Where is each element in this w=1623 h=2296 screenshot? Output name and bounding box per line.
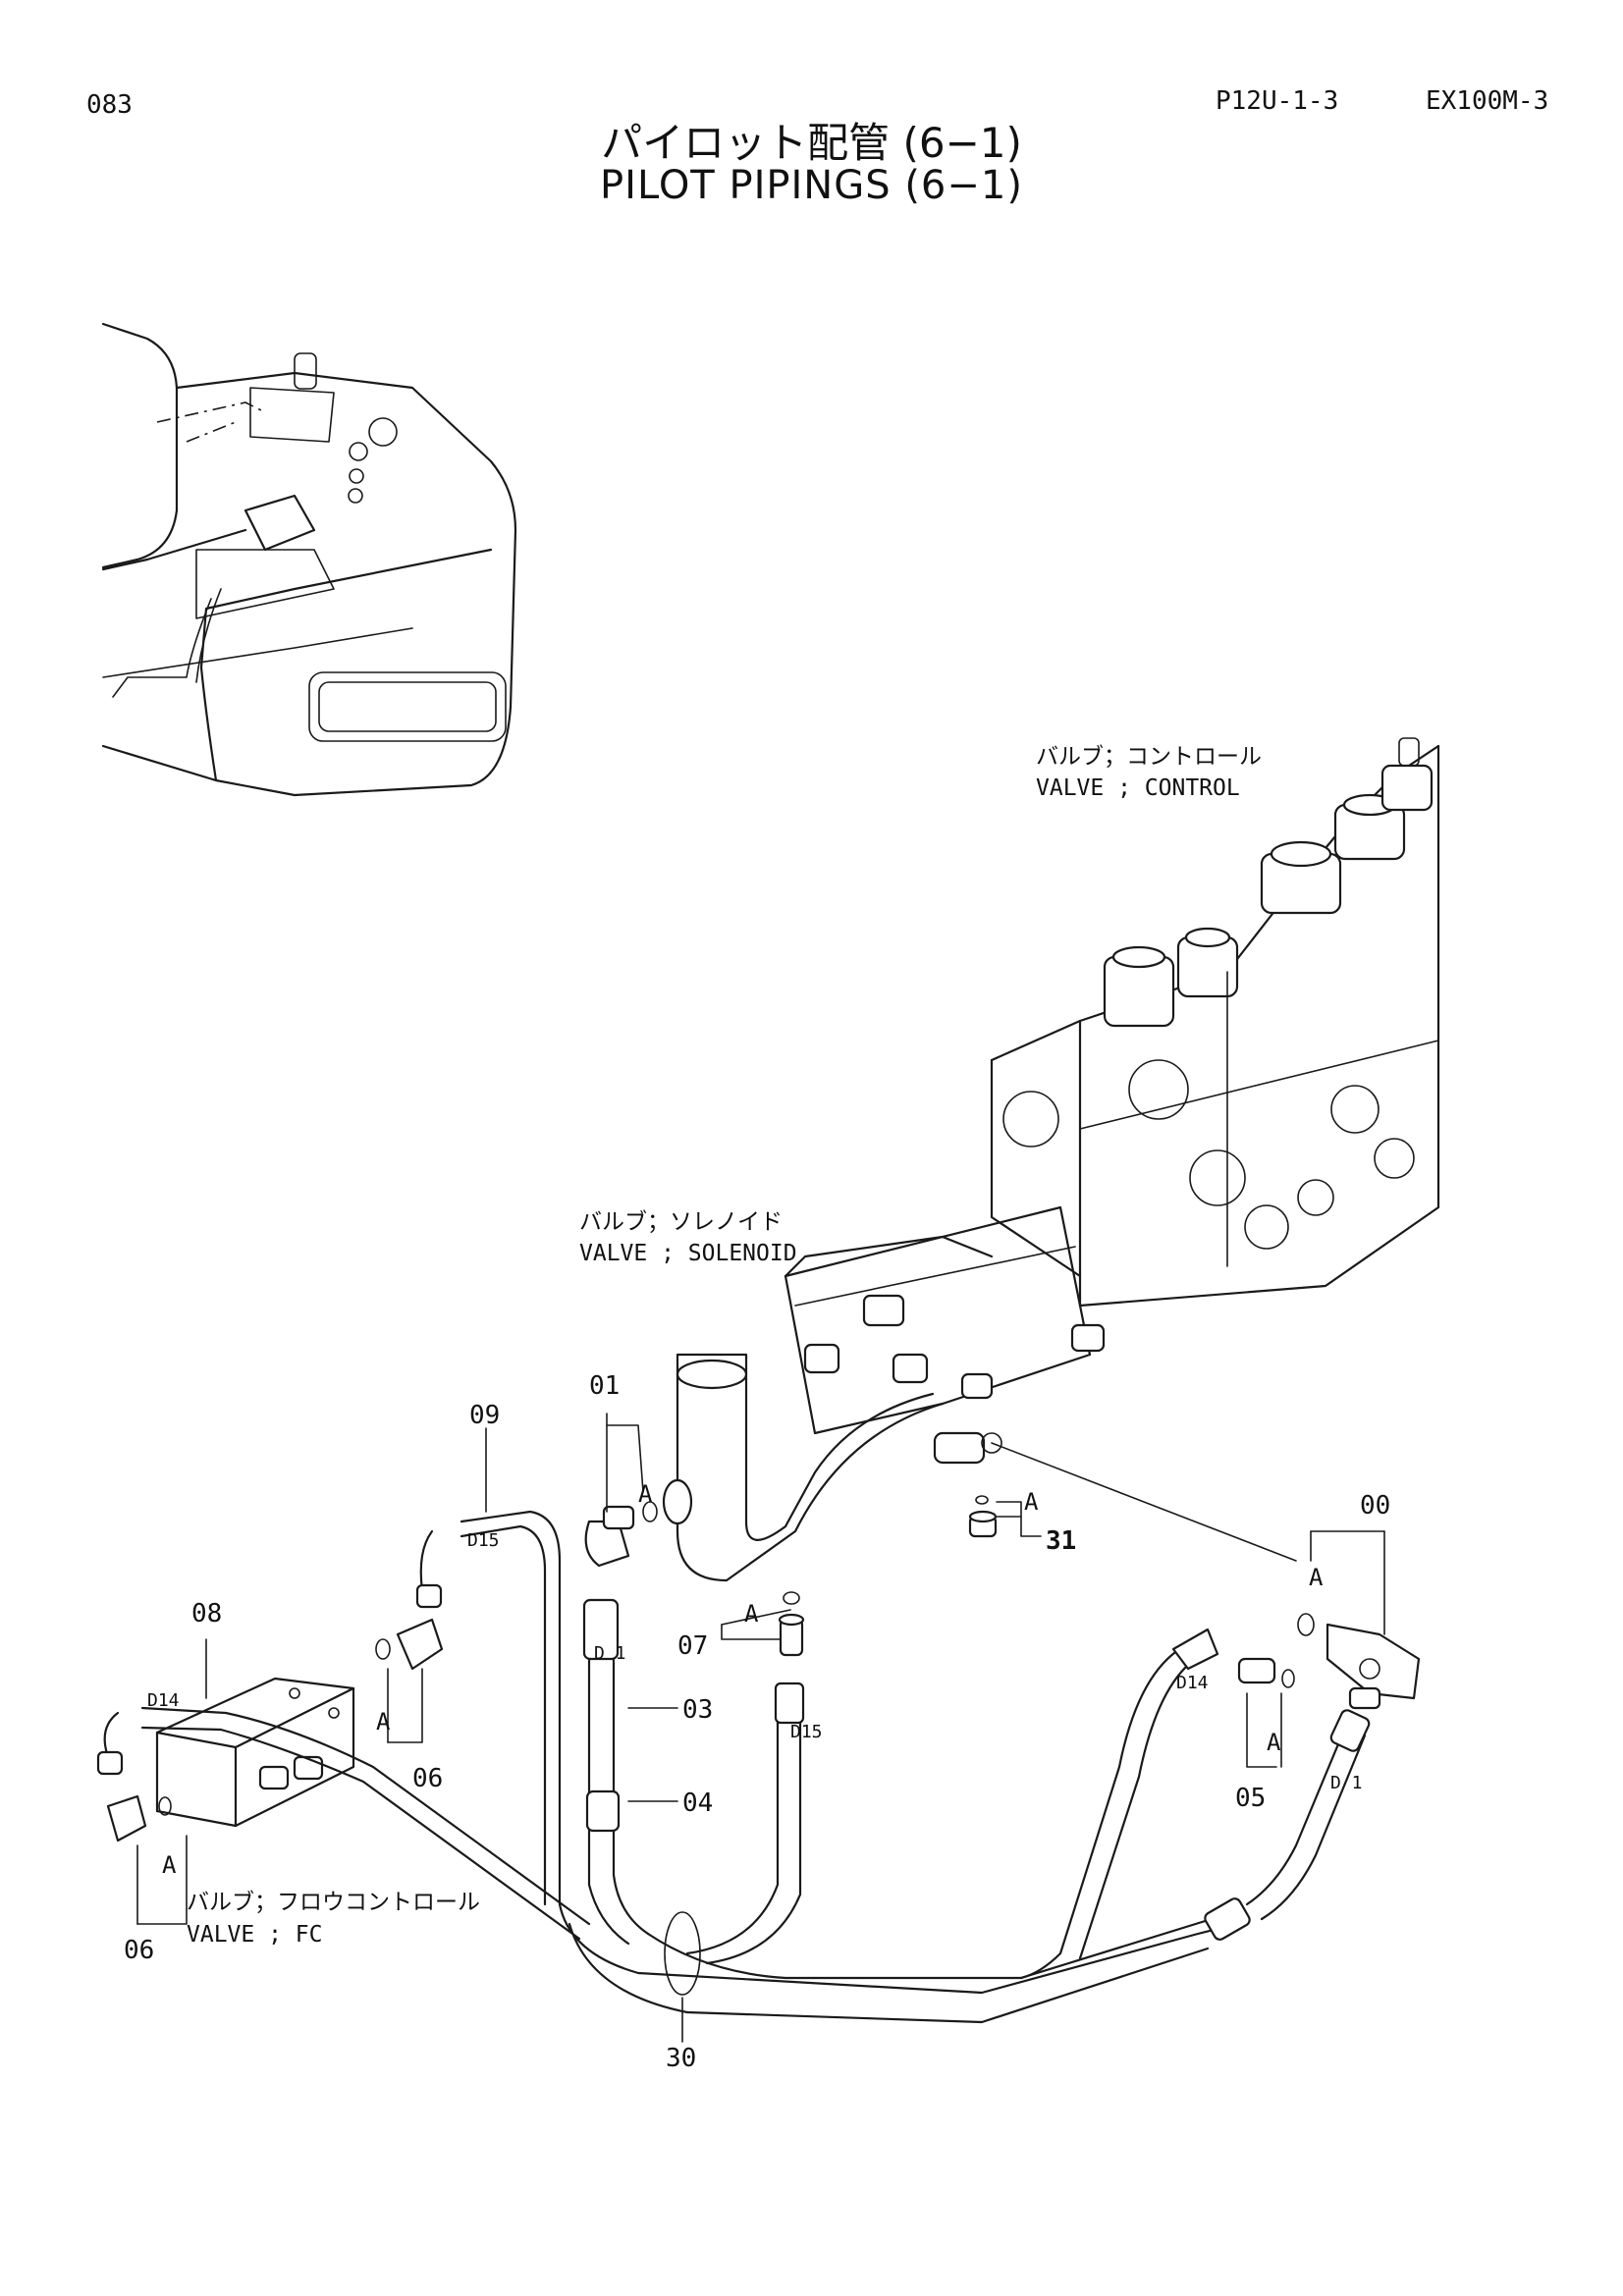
callout-09: 09 — [469, 1401, 500, 1430]
callout-06-upper: 06 — [412, 1764, 443, 1793]
callout-31: 31 — [1046, 1526, 1076, 1556]
label-control-valve-jp: バルブ；コントロール — [1036, 744, 1262, 770]
hose-tag-d14-left: D14 — [147, 1690, 180, 1711]
callout-06-lower: 06 — [124, 1936, 154, 1965]
hose-tag-d1-right: D 1 — [1330, 1773, 1363, 1793]
hose-tag-d15-upper: D15 — [467, 1530, 500, 1551]
callout-00: 00 — [1360, 1491, 1390, 1521]
view-mark-a-06-upper: A — [376, 1708, 391, 1735]
title-english: PILOT PIPINGS (6−1) — [600, 163, 1023, 208]
pilot-tube — [662, 1353, 945, 1582]
fitting-01 — [584, 1501, 658, 1568]
view-mark-a-07: A — [744, 1600, 759, 1628]
leader-lines — [136, 1413, 1385, 2043]
label-fc-valve-en: VALVE ; FC — [187, 1922, 322, 1948]
callout-08: 08 — [191, 1599, 222, 1629]
title-japanese: パイロット配管 (6−1) — [601, 119, 1022, 167]
solenoid-valve-drawing — [784, 1205, 1297, 1562]
control-valve-drawing — [990, 737, 1440, 1308]
catalog-code: P12U-1-3 — [1216, 86, 1339, 116]
callout-04: 04 — [682, 1789, 713, 1818]
page-number: 083 — [86, 90, 133, 120]
fitting-05 — [1237, 1657, 1295, 1688]
fitting-00 — [1297, 1613, 1421, 1710]
hose-tag-d14-right: D14 — [1176, 1673, 1209, 1693]
hose-tag-d1-left: D 1 — [594, 1643, 626, 1664]
label-solenoid-valve-jp: バルブ；ソレノイド — [579, 1209, 783, 1235]
machine-overview-inset — [101, 322, 517, 797]
view-mark-a-31: A — [1024, 1488, 1039, 1516]
callout-01: 01 — [589, 1371, 620, 1401]
fitting-07 — [778, 1591, 805, 1657]
view-mark-a-05: A — [1267, 1729, 1281, 1756]
callout-05: 05 — [1235, 1784, 1266, 1813]
label-fc-valve-jp: バルブ；フロウコントロール — [187, 1890, 480, 1915]
label-control-valve-en: VALVE ; CONTROL — [1036, 775, 1240, 801]
fc-valve-drawing — [155, 1677, 355, 1828]
callout-30: 30 — [666, 2044, 696, 2073]
label-solenoid-valve-en: VALVE ; SOLENOID — [579, 1241, 797, 1266]
hose-tag-d15-lower: D15 — [790, 1722, 823, 1742]
view-mark-a-01: A — [638, 1480, 653, 1508]
fitting-06 — [106, 1618, 444, 1842]
callout-03: 03 — [682, 1695, 713, 1725]
hoses — [96, 1510, 1371, 2024]
view-mark-a-00: A — [1309, 1564, 1324, 1591]
view-mark-a-06-lower: A — [162, 1851, 177, 1879]
model-code: EX100M-3 — [1426, 86, 1549, 116]
callout-07: 07 — [677, 1631, 708, 1661]
fitting-31 — [968, 1495, 998, 1538]
